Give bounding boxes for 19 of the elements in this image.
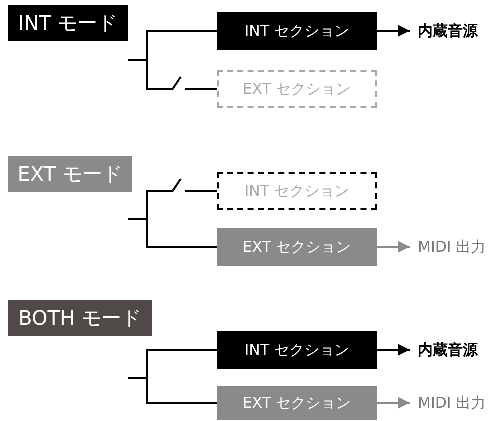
arrow: [377, 241, 410, 253]
mode-label: INT モード: [8, 5, 128, 41]
section-box: INT セクション: [217, 331, 377, 369]
arrow: [377, 344, 410, 356]
mode-label: BOTH モード: [8, 300, 152, 336]
arrow: [377, 397, 410, 409]
section-box: EXT セクション: [217, 228, 377, 266]
inactive-section-box: INT セクション: [217, 172, 377, 210]
output-label: 内蔵音源: [418, 16, 498, 46]
output-label: MIDI 出力: [418, 388, 498, 418]
arrow: [377, 25, 410, 37]
branch-line: [128, 377, 217, 404]
section-box: INT セクション: [217, 12, 377, 50]
section-box: EXT セクション: [217, 386, 377, 420]
output-label: 内蔵音源: [418, 335, 498, 365]
inactive-section-box: EXT セクション: [217, 70, 377, 108]
mode-label: EXT モード: [8, 156, 132, 192]
branch-line: [128, 218, 217, 248]
output-label: MIDI 出力: [418, 232, 498, 262]
